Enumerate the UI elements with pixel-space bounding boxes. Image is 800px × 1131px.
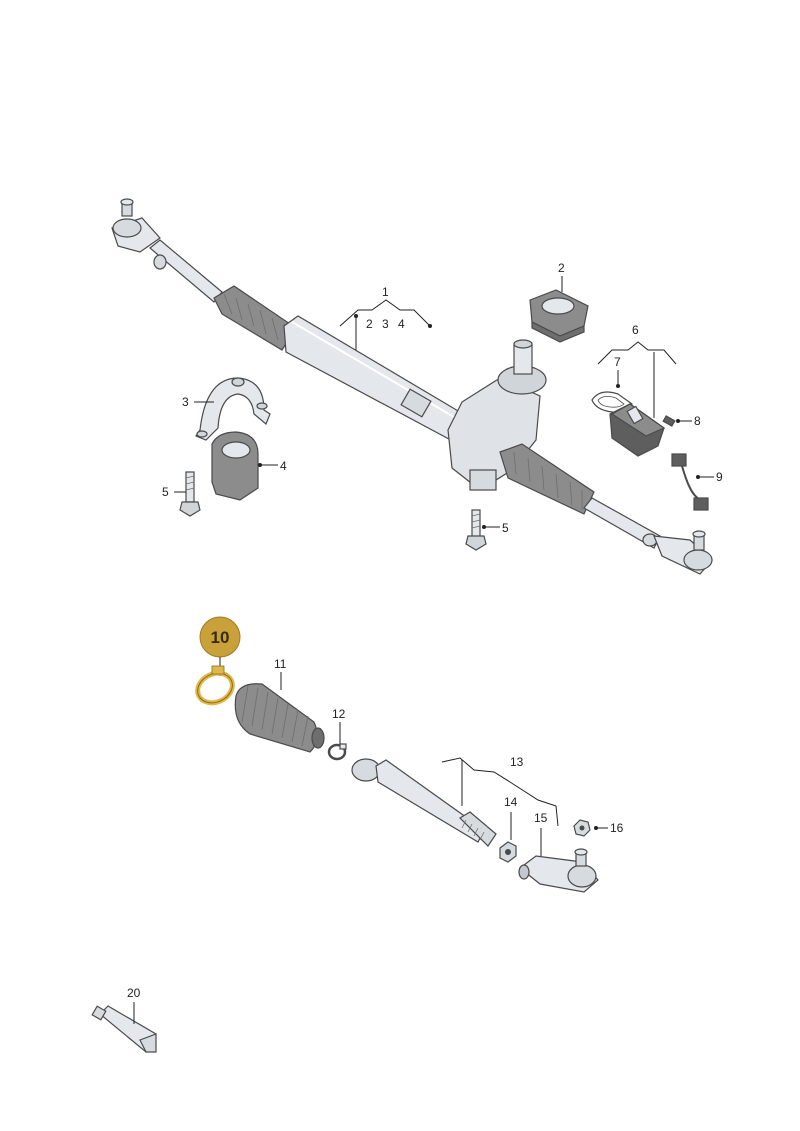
callout-1: 1 2 3 4 bbox=[339, 285, 432, 350]
callout-label-11: 11 bbox=[274, 657, 287, 671]
callout-14: 14 bbox=[504, 795, 518, 840]
bellows-boot-part-11[interactable] bbox=[234, 683, 325, 753]
callout-label-5-left: 5 bbox=[162, 485, 169, 499]
callout-label-10: 10 bbox=[211, 628, 230, 647]
bolt-part-5-left[interactable] bbox=[179, 471, 201, 517]
callout-3: 3 bbox=[182, 395, 214, 409]
callout-11: 11 bbox=[274, 657, 287, 690]
outer-tie-rod-end-part-15[interactable] bbox=[518, 848, 599, 893]
screw-part-8[interactable] bbox=[662, 415, 676, 427]
callout-label-6: 6 bbox=[632, 323, 639, 337]
callout-label-12: 12 bbox=[332, 707, 346, 721]
callout-label-9: 9 bbox=[716, 470, 723, 484]
highlight-badge-10[interactable]: 10 bbox=[199, 616, 241, 676]
lock-nut-part-16[interactable] bbox=[573, 819, 591, 837]
nut-part-14[interactable] bbox=[499, 841, 517, 863]
callout-5-right: 5 bbox=[482, 521, 509, 535]
callout-label-20: 20 bbox=[127, 986, 141, 1000]
callout-label-3: 3 bbox=[182, 395, 189, 409]
callout-7: 7 bbox=[614, 355, 621, 388]
callout-label-8: 8 bbox=[694, 414, 701, 428]
callout-label-16: 16 bbox=[610, 821, 624, 835]
callout-9: 9 bbox=[696, 470, 723, 484]
wiring-harness-part-9[interactable] bbox=[671, 453, 709, 511]
callout-label-14: 14 bbox=[504, 795, 518, 809]
callout-label-1-sub-4: 4 bbox=[398, 317, 405, 331]
callout-label-5-right: 5 bbox=[502, 521, 509, 535]
callout-5-left: 5 bbox=[162, 485, 186, 499]
callout-label-1-sub-2: 2 bbox=[366, 317, 373, 331]
steering-rack-assembly[interactable] bbox=[111, 198, 713, 575]
callout-2: 2 bbox=[558, 261, 565, 292]
callout-16: 16 bbox=[594, 821, 624, 835]
callout-label-13: 13 bbox=[510, 755, 524, 769]
small-clamp-part-12[interactable] bbox=[327, 743, 347, 761]
callout-label-15: 15 bbox=[534, 811, 548, 825]
callout-4: 4 bbox=[258, 459, 287, 473]
inner-tie-rod-part-13[interactable] bbox=[351, 758, 497, 847]
callout-20: 20 bbox=[127, 986, 141, 1024]
callout-label-1: 1 bbox=[382, 285, 389, 299]
bolt-part-5-right[interactable] bbox=[465, 509, 487, 551]
clamp-ring-part-10[interactable] bbox=[193, 665, 237, 708]
sensor-module-part-6[interactable] bbox=[609, 403, 666, 457]
callout-label-4: 4 bbox=[280, 459, 287, 473]
mount-bush-part-2[interactable] bbox=[529, 289, 589, 343]
callout-8: 8 bbox=[676, 414, 701, 428]
grease-tube-part-20[interactable] bbox=[91, 1005, 157, 1053]
rubber-bush-part-4[interactable] bbox=[211, 431, 259, 501]
callout-6: 6 bbox=[597, 323, 677, 418]
callout-label-7: 7 bbox=[614, 355, 621, 369]
callout-15: 15 bbox=[534, 811, 548, 856]
callout-label-1-sub-3: 3 bbox=[382, 317, 389, 331]
callout-13: 13 bbox=[441, 755, 559, 827]
callout-12: 12 bbox=[332, 707, 346, 744]
clamp-bracket-part-3[interactable] bbox=[195, 377, 271, 441]
callout-label-2: 2 bbox=[558, 261, 565, 275]
